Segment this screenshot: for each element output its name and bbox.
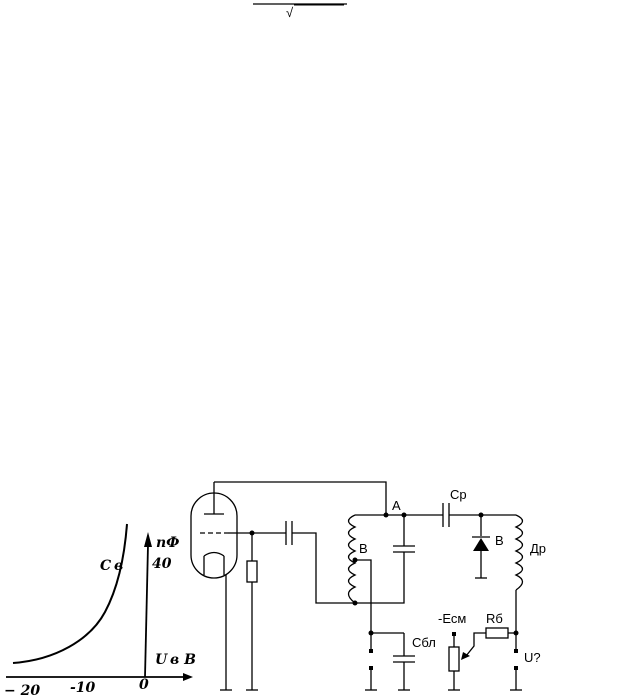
bias-resistor-label: Rб [486, 611, 503, 626]
output-label: U? [524, 650, 541, 665]
x-axis-arrow [183, 673, 193, 681]
output-terminal-icon [514, 666, 518, 670]
tank-capacitor-lead [355, 552, 405, 604]
y-tick-label: 40 [152, 556, 172, 572]
y-unit-label: пФ [156, 535, 179, 551]
capacitance-curve [12, 523, 128, 664]
capacitance-voltage-graph: C в пФ 40 U в В − 20 -10 0 [4, 523, 196, 699]
bias-source-label: -Есм [438, 611, 466, 626]
x-tick-label: 0 [139, 677, 149, 693]
tap-wire [355, 559, 372, 633]
x-tick-label: -10 [70, 680, 96, 696]
y-axis-arrow [144, 532, 152, 547]
varactor-diode-icon [472, 536, 490, 551]
potentiometer-icon [448, 646, 460, 672]
diode-label: В [495, 533, 504, 548]
choke-label: Др [530, 541, 546, 556]
circuit-schematic: A В Сбл Ср [190, 481, 546, 691]
choke-inductor-icon [514, 514, 524, 591]
bypass-capacitor-icon [393, 655, 415, 663]
grid-feedback-wire [292, 532, 355, 604]
x-axis-label: U в В [155, 652, 196, 668]
x-tick-label: − 20 [4, 683, 40, 699]
grid-capacitor-icon [285, 521, 293, 545]
wiper-arrow-icon [461, 652, 470, 660]
bias-resistor-icon [485, 627, 509, 639]
grid-resistor-icon [246, 560, 258, 583]
node-A-label: A [392, 498, 401, 513]
formula-fragment: √ [253, 3, 347, 20]
bias-resistor-lead [465, 632, 486, 657]
bias-terminal-icon [452, 632, 456, 636]
output-terminal-icon [514, 649, 518, 653]
coupling-capacitor-icon [442, 503, 450, 527]
terminal-icon [369, 649, 373, 653]
tank-capacitor-icon [393, 545, 415, 553]
radical-sign: √ [286, 5, 294, 20]
tap-label: В [359, 541, 368, 556]
anode-wire [214, 481, 387, 515]
coupling-capacitor-label: Ср [450, 487, 467, 502]
tank-inductor-icon [347, 514, 357, 604]
curve-label: C в [100, 558, 123, 574]
bypass-capacitor-label: Сбл [412, 635, 436, 650]
vacuum-tube-icon [190, 482, 238, 579]
y-axis [144, 544, 149, 678]
terminal-icon [369, 666, 373, 670]
